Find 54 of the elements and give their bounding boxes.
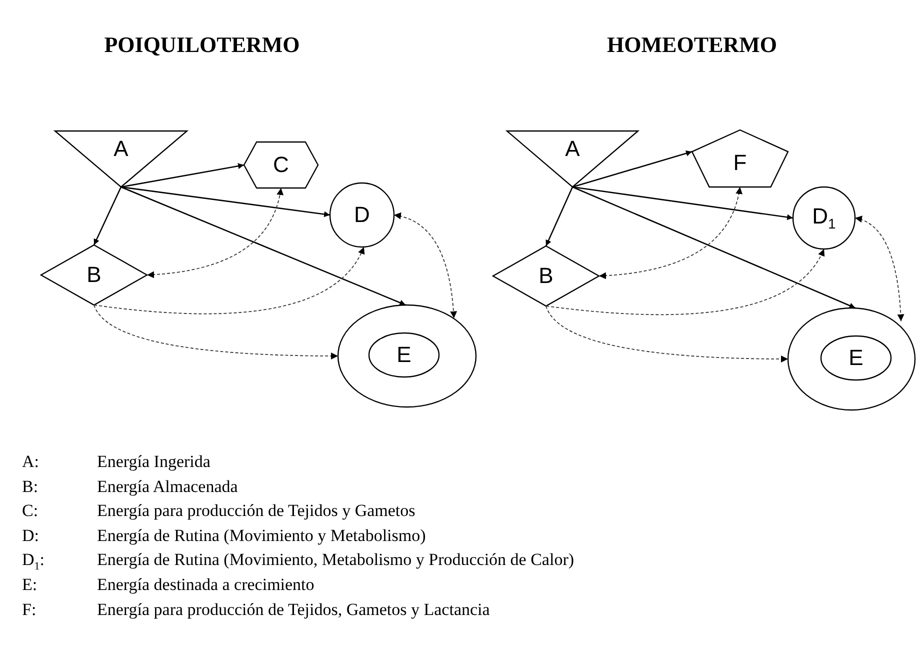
node-letter: B	[538, 265, 554, 287]
arrow	[120, 163, 244, 188]
diamond-shape	[41, 245, 147, 305]
node-letter: D	[354, 204, 370, 226]
arrow	[598, 186, 742, 279]
arrow	[94, 304, 338, 360]
arrow	[120, 186, 330, 218]
ellipse-shape	[369, 333, 439, 377]
legend-description: Energía para producción de Tejidos y Gametos	[97, 501, 416, 522]
arrow	[120, 186, 406, 306]
circle-shape	[793, 187, 855, 249]
diamond-shape	[493, 246, 599, 306]
legend-description: Energía Ingerida	[97, 452, 210, 472]
legend-key: D:	[22, 526, 39, 546]
legend-key: B:	[22, 476, 38, 497]
legend-description: Energía para producción de Tejidos, Gametos y Lactancia	[97, 600, 490, 620]
pentagon-shape	[692, 130, 788, 187]
hexagon-shape	[244, 142, 318, 188]
triangle-shape	[507, 131, 638, 187]
legend-key: D$_{1}$:	[22, 550, 45, 577]
arrow	[572, 186, 856, 309]
legend-key: A:	[22, 452, 39, 472]
triangle-shape	[55, 131, 187, 187]
arrow	[93, 186, 122, 246]
ellipse-shape	[788, 308, 915, 410]
arrow	[394, 212, 457, 319]
arrow	[546, 306, 788, 362]
ellipse-shape	[338, 305, 476, 407]
arrow	[572, 150, 692, 188]
node-letter: C	[273, 154, 289, 176]
legend-key: F:	[22, 600, 36, 620]
arrow	[545, 186, 574, 246]
node-letter: E	[848, 347, 864, 369]
circle-shape	[330, 183, 394, 247]
legend-key: C:	[22, 501, 38, 522]
legend-description: Energía de Rutina (Movimiento y Metabolismo)	[97, 526, 426, 546]
node-letter: F	[733, 152, 747, 174]
legend-description: Energía de Rutina (Movimiento, Metabolismo y Producción de Calor)	[97, 550, 574, 570]
node-letter: A	[565, 138, 580, 160]
arrow	[94, 246, 364, 314]
node-letter: E	[396, 344, 412, 366]
node-letter: D$_{1}$	[812, 205, 836, 231]
panel-title: POIQUILOTERMO	[104, 32, 300, 58]
arrow	[854, 216, 904, 322]
arrow	[572, 186, 794, 220]
arrow	[546, 248, 824, 316]
node-letter: B	[86, 264, 102, 286]
legend-description: Energía Almacenada	[97, 476, 238, 497]
legend-description: Energía destinada a crecimiento	[97, 575, 314, 595]
legend-key: E:	[22, 575, 38, 595]
panel-title: HOMEOTERMO	[607, 32, 777, 58]
ellipse-shape	[821, 336, 891, 380]
node-letter: A	[114, 138, 128, 160]
arrow	[146, 188, 284, 278]
